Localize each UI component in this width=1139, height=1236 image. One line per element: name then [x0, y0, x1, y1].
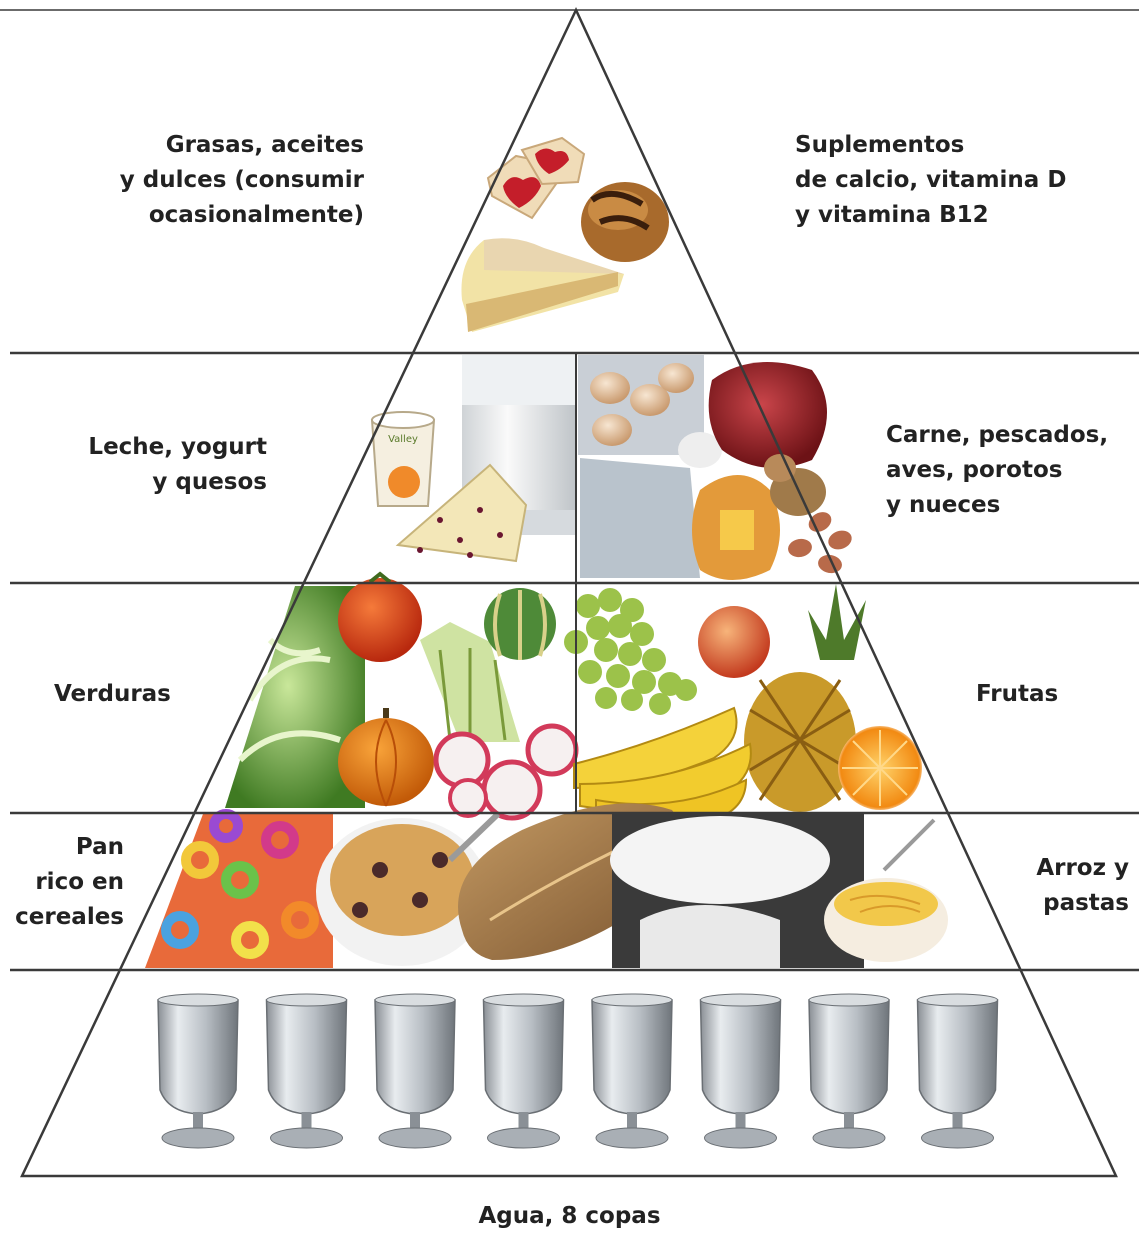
water-glass-icon [484, 994, 564, 1148]
fruits-label: Frutas [976, 677, 1058, 712]
water-label: Agua, 8 copas [0, 1199, 1139, 1234]
water-glass-icon [158, 994, 238, 1148]
water-glass-icon [592, 994, 672, 1148]
fats-sweets-label: Grasas, aceites y dulces (consumir ocasi… [120, 128, 364, 233]
rice-pasta-label: Arroz y pastas [1036, 851, 1129, 921]
yogurt-cup-icon: Valley [372, 412, 434, 506]
svg-text:Valley: Valley [388, 434, 418, 445]
sweets-illustration [461, 138, 669, 332]
water-glass-icon [375, 994, 455, 1148]
vegetables-label: Verduras [54, 677, 171, 712]
meat-icon [709, 362, 827, 468]
dairy-illustration: Valley [372, 355, 576, 561]
muffin-icon [581, 182, 669, 262]
grapes-icon [564, 588, 697, 715]
peach-icon [698, 606, 770, 678]
vegetables-illustration [225, 574, 576, 818]
fish-icon [580, 458, 700, 578]
water-glass-icon [267, 994, 347, 1148]
water-glass-icon [809, 994, 889, 1148]
protein-label: Carne, pescados, aves, porotos y nueces [886, 418, 1108, 523]
water-glass-icon [701, 994, 781, 1148]
squash-icon [484, 588, 556, 660]
rice-icon [610, 814, 864, 968]
bananas-icon [574, 708, 751, 823]
protein-illustration [578, 355, 854, 580]
water-glasses [158, 994, 998, 1148]
fruits-illustration [564, 584, 922, 823]
grains-bread-label: Pan rico en cereales [15, 830, 124, 935]
supplements-label: Suplementos de calcio, vitamina D y vita… [795, 128, 1066, 233]
orange-icon [838, 726, 922, 810]
water-glass-icon [918, 994, 998, 1148]
dairy-label: Leche, yogurt y quesos [88, 430, 267, 500]
grains-illustration [145, 803, 948, 968]
